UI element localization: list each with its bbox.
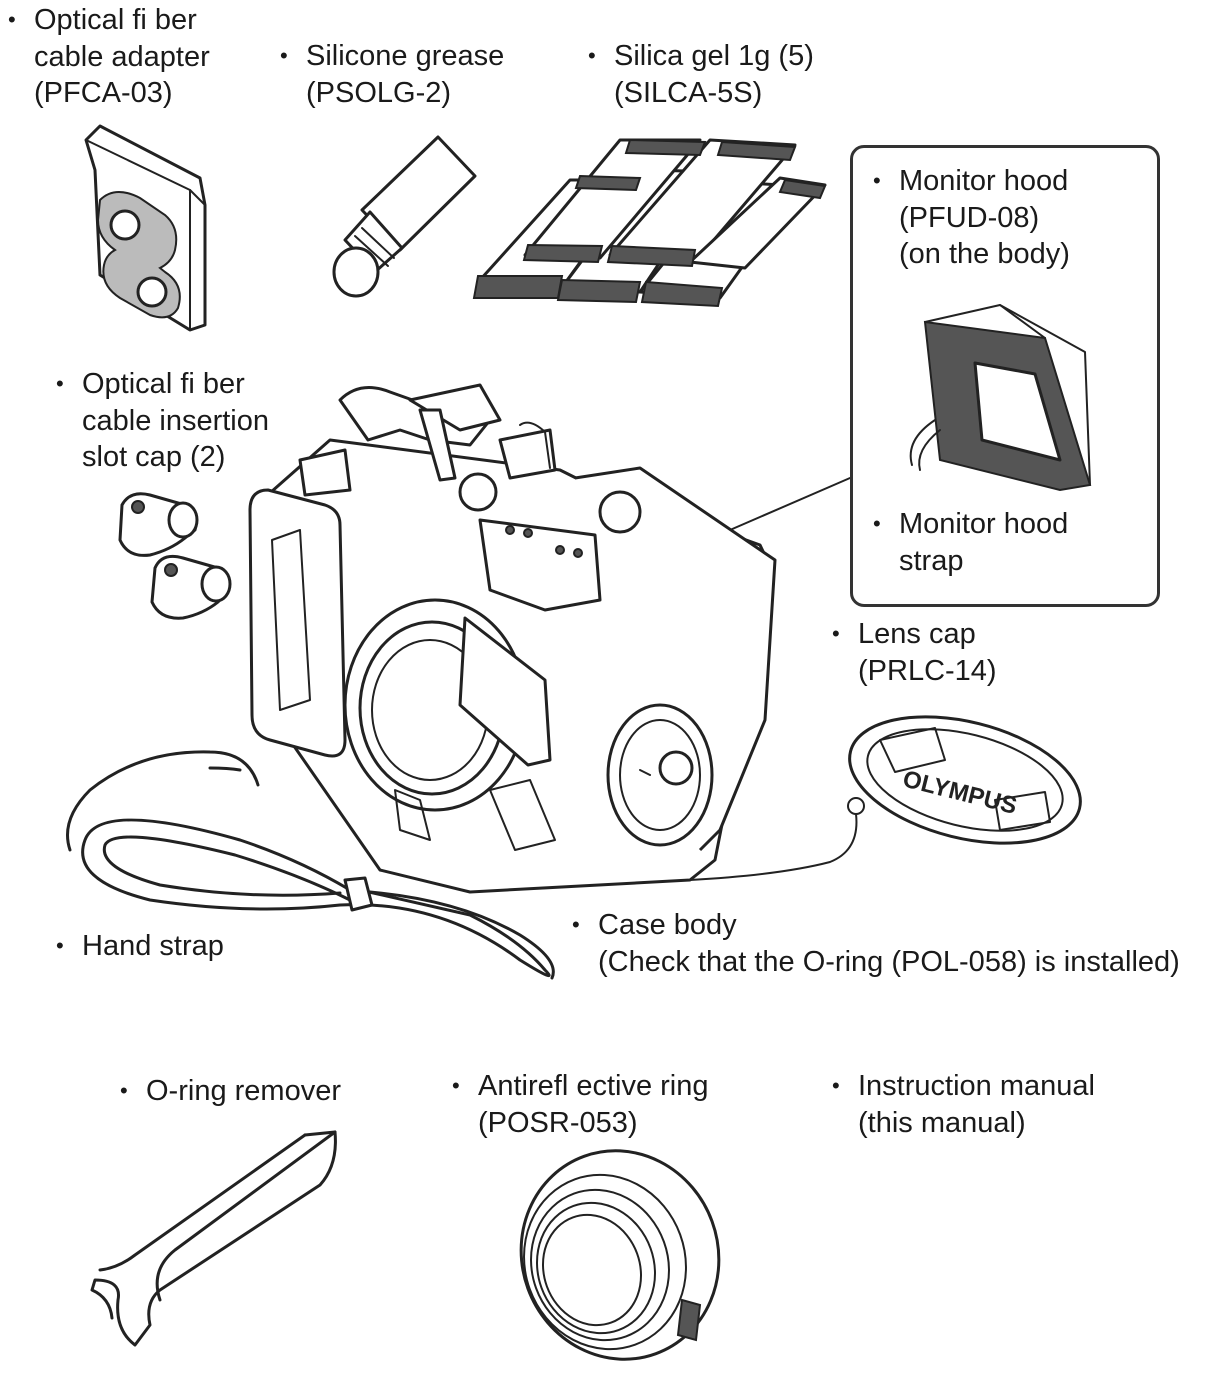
- label-line: (Check that the O-ring (POL-058) is inst…: [598, 945, 1180, 978]
- label-line: strap: [899, 544, 964, 577]
- label-line: (this manual): [858, 1106, 1026, 1139]
- bullet: •: [280, 43, 288, 68]
- bullet: •: [873, 511, 881, 536]
- label-line: (on the body): [899, 238, 1070, 270]
- label-case-body: • Case body (Check that the O-ring (POL-0…: [572, 907, 1180, 980]
- label-line: slot cap (2): [82, 441, 226, 473]
- label-line: Monitor hood: [899, 165, 1069, 197]
- label-line: Instruction manual: [858, 1070, 1095, 1102]
- bullet: •: [452, 1073, 460, 1098]
- bullet: •: [56, 371, 64, 396]
- label-line: cable insertion: [82, 404, 269, 437]
- label-line: (PFCA-03): [34, 77, 173, 109]
- label-line: O-ring remover: [146, 1075, 341, 1107]
- bullet: •: [120, 1078, 128, 1103]
- monitor-hood-callout-box: [850, 145, 1160, 607]
- label-line: (PRLC-14): [858, 654, 997, 687]
- hand-strap-illustration: [66, 750, 555, 980]
- label-slot-cap: • Optical fi ber cable insertion slot cap…: [56, 366, 269, 476]
- label-line: Silica gel 1g (5): [614, 40, 814, 72]
- bullet: •: [832, 621, 840, 646]
- bullet: •: [588, 43, 596, 68]
- lens-cap-illustration: OLYMPUS: [689, 715, 1082, 881]
- label-lens-cap: • Lens cap (PRLC-14): [832, 616, 997, 689]
- label-line: (SILCA-5S): [614, 76, 763, 109]
- bullet: •: [56, 933, 64, 958]
- case-body-illustration: [248, 383, 777, 894]
- label-line: Optical fi ber: [34, 4, 197, 36]
- label-monitor-hood: • Monitor hood (PFUD-08) (on the body): [873, 163, 1070, 273]
- label-silica-gel: • Silica gel 1g (5) (SILCA-5S): [588, 38, 814, 111]
- bullet: •: [8, 7, 16, 32]
- slot-cap-illustration: [118, 492, 232, 620]
- label-antireflective-ring: • Antirefl ective ring (POSR-053): [452, 1068, 709, 1141]
- label-line: Case body: [598, 909, 737, 941]
- label-line: Lens cap: [858, 618, 976, 650]
- label-line: (PFUD-08): [899, 201, 1040, 234]
- label-oring-remover: • O-ring remover: [120, 1073, 341, 1110]
- monitor-hood-illustration: [909, 304, 1092, 492]
- fiber-cable-adapter-illustration: [84, 124, 207, 332]
- label-line: Hand strap: [82, 930, 224, 962]
- label-line: Monitor hood: [899, 508, 1069, 540]
- bullet: •: [832, 1073, 840, 1098]
- label-silicone-grease: • Silicone grease (PSOLG-2): [280, 38, 504, 111]
- silicone-grease-illustration: [332, 135, 477, 298]
- label-line: cable adapter: [34, 40, 210, 73]
- label-line: Silicone grease: [306, 40, 505, 72]
- label-fiber-cable-adapter: • Optical fi ber cable adapter (PFCA-03): [8, 2, 210, 112]
- label-line: (PSOLG-2): [306, 76, 452, 109]
- label-line: Optical fi ber: [82, 368, 245, 400]
- label-line: (POSR-053): [478, 1106, 638, 1139]
- label-hand-strap: • Hand strap: [56, 928, 224, 965]
- label-monitor-hood-strap: • Monitor hood strap: [873, 506, 1068, 579]
- silica-gel-illustration: [472, 138, 827, 308]
- oring-remover-illustration: [90, 1130, 337, 1347]
- antireflective-ring-illustration: [519, 1149, 721, 1361]
- label-instruction-manual: • Instruction manual (this manual): [832, 1068, 1095, 1141]
- label-line: Antirefl ective ring: [478, 1070, 709, 1102]
- bullet: •: [572, 912, 580, 937]
- bullet: •: [873, 168, 881, 193]
